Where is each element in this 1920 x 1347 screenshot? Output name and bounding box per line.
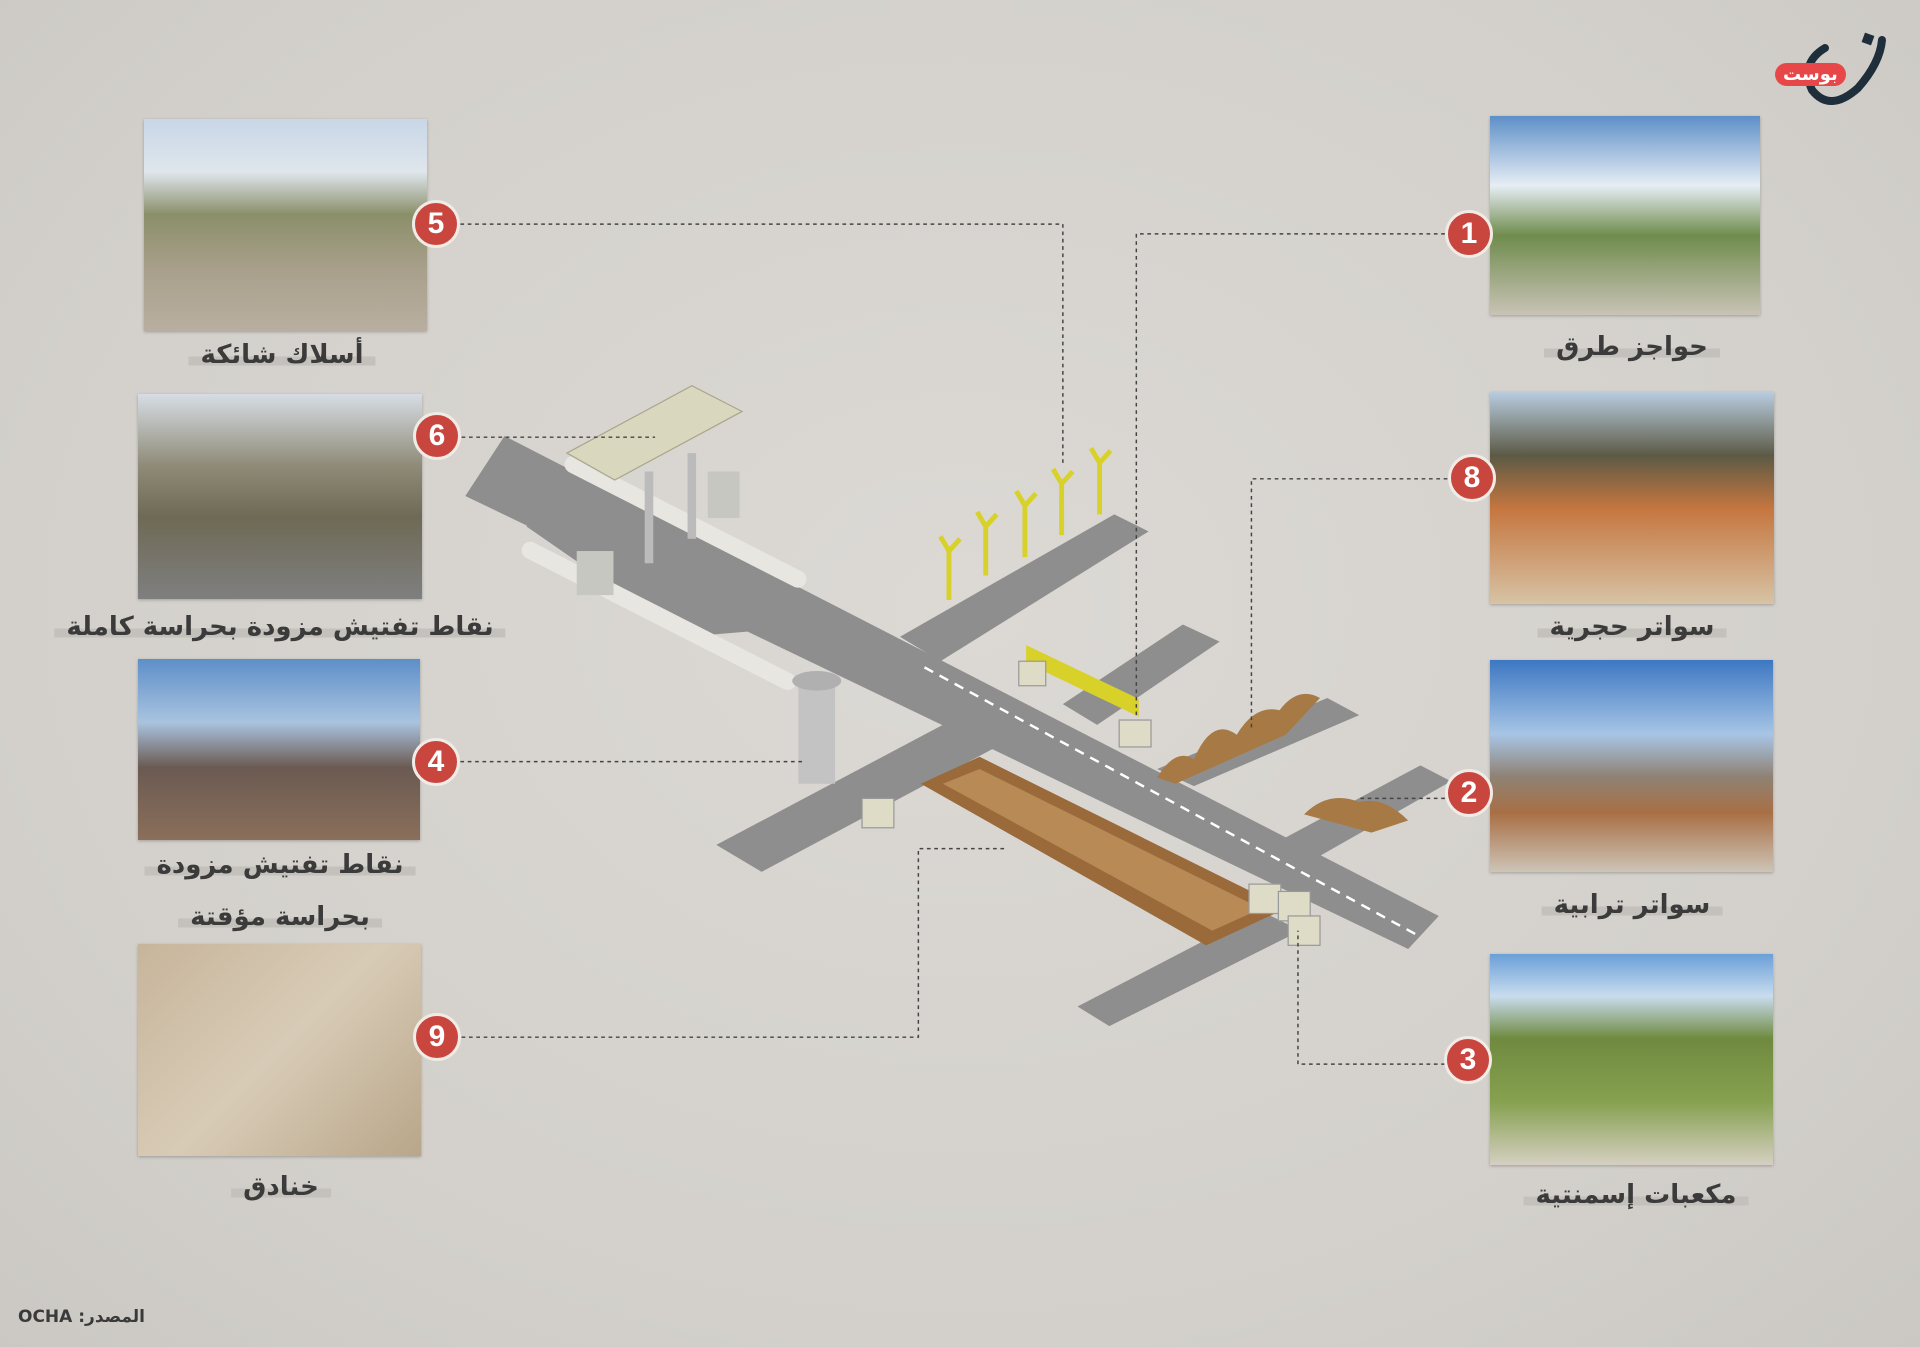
- badge-8: 8: [1448, 454, 1496, 502]
- source-note: المصدر: OCHA: [18, 1307, 145, 1327]
- badge-6: 6: [413, 412, 461, 460]
- photo-earth-barriers: [1490, 660, 1773, 872]
- photo-temporary-checkpoint: [138, 659, 420, 840]
- roads: [465, 435, 1452, 1027]
- bay-road: [526, 489, 760, 637]
- photo-stone-barriers: [1490, 392, 1774, 604]
- label-earth-barriers: سواتر ترابية: [1541, 890, 1723, 920]
- label-barbed-wire: أسلاك شائكة: [188, 340, 376, 370]
- badge-2: 2: [1445, 769, 1493, 817]
- badge-5: 5: [412, 200, 460, 248]
- label-stone-barriers: سواتر حجرية: [1537, 612, 1727, 642]
- checkpoint-canopy: [565, 385, 744, 596]
- label-temporary-checkpoint-2: بحراسة مؤقتة: [178, 902, 382, 932]
- photo-full-checkpoint: [138, 394, 422, 599]
- earth-mounds: [1157, 693, 1409, 833]
- photo-trenches: [138, 944, 421, 1156]
- badge-3: 3: [1444, 1036, 1492, 1084]
- label-full-checkpoint: نقاط تفتيش مزودة بحراسة كاملة: [54, 612, 506, 642]
- badge-4: 4: [412, 738, 460, 786]
- watchtower: [792, 671, 842, 784]
- badge-9: 9: [413, 1013, 461, 1061]
- logo: بوست: [1770, 28, 1900, 120]
- label-road-barriers: حواجز طرق: [1544, 332, 1720, 362]
- middle-right-road: [1062, 624, 1220, 725]
- upper-cross-road: [900, 514, 1149, 662]
- photo-road-barriers: [1490, 116, 1760, 315]
- badge-1: 1: [1445, 210, 1493, 258]
- label-trenches: خنادق: [231, 1172, 331, 1202]
- bottom-road: [1077, 911, 1301, 1027]
- lower-left-road: [716, 705, 1029, 872]
- photo-barbed-wire: [144, 119, 427, 331]
- logo-badge: بوست: [1775, 63, 1846, 86]
- main-road: [465, 435, 1439, 950]
- photo-concrete-cubes: [1490, 954, 1773, 1165]
- label-concrete-cubes: مكعبات إسمنتية: [1523, 1180, 1749, 1210]
- connector-lines: [460, 223, 1448, 1065]
- label-temporary-checkpoint-1: نقاط تفتيش مزودة: [144, 850, 416, 880]
- concrete-cubes: [861, 660, 1321, 946]
- barbed-wire-fence: [938, 446, 1113, 601]
- road-centerline: [923, 666, 1421, 938]
